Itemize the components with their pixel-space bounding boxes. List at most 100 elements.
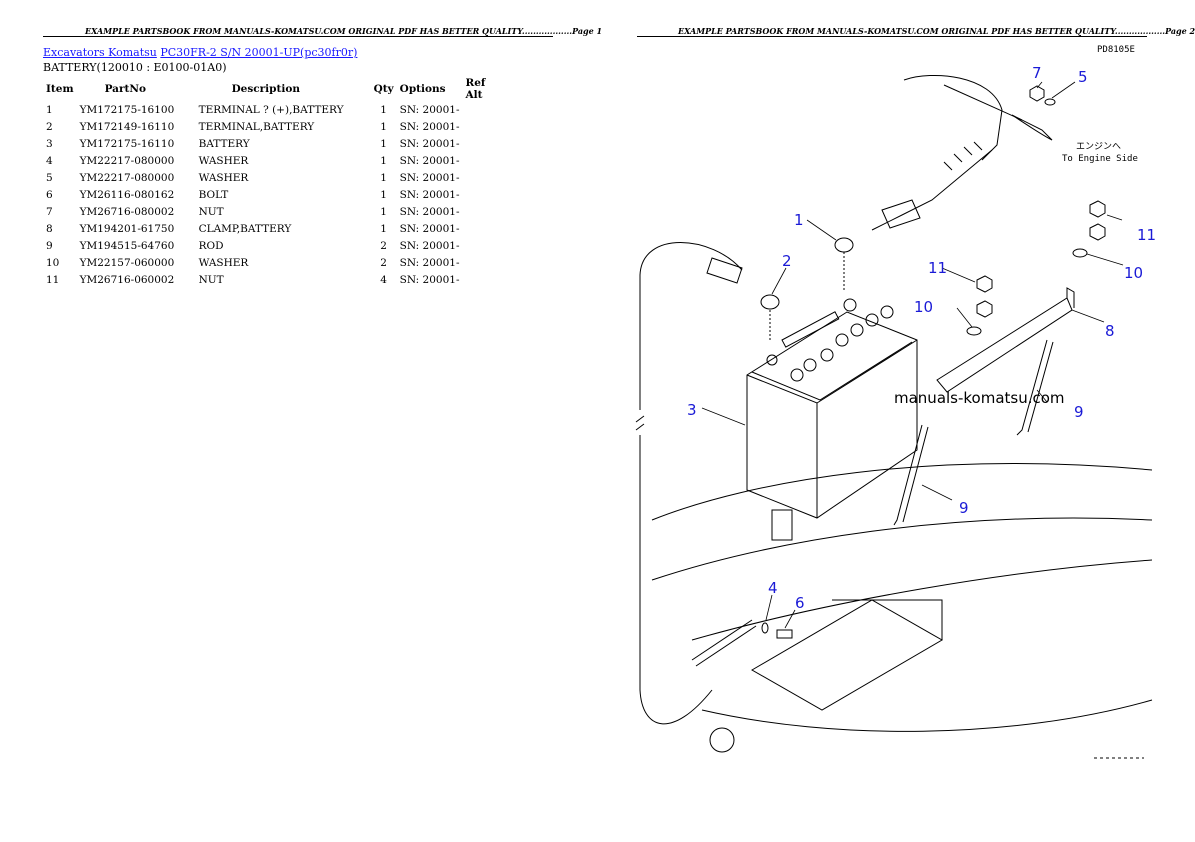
- cell-qty: 1: [380, 171, 387, 184]
- callout-7: 7: [1032, 64, 1042, 82]
- cell-description: NUT: [198, 273, 224, 286]
- cell-qty: 1: [380, 120, 387, 133]
- cell-options: SN: 20001-: [399, 222, 460, 235]
- cell-partno: YM26716-080002: [79, 205, 175, 218]
- cell-refalt: [463, 203, 509, 220]
- cable-bellows-lower: [871, 149, 993, 231]
- cell-partno: YM172149-16110: [79, 120, 175, 133]
- cell-partno: YM194201-61750: [79, 222, 175, 235]
- cell-qty: 2: [380, 239, 387, 252]
- callout-10: 10: [914, 298, 933, 316]
- callout-11-right: 11: [1137, 226, 1156, 244]
- cell-item: 2: [46, 120, 53, 133]
- nut-11-right-a: [1089, 200, 1106, 218]
- cell-options: SN: 20001-: [399, 205, 460, 218]
- cell-description: WASHER: [198, 171, 249, 184]
- cell-partno: YM194515-64760: [79, 239, 175, 252]
- cell-refalt: [463, 271, 509, 288]
- cell-partno: YM172175-16110: [79, 137, 175, 150]
- battery-body: [746, 311, 918, 519]
- battery-exploded-diagram: PD8105E エンジンへ To Engine Side manuals-kom…: [635, 45, 1156, 759]
- cell-qty: 1: [380, 205, 387, 218]
- callout-9-right: 9: [1074, 403, 1084, 421]
- cell-qty: 1: [380, 188, 387, 201]
- cell-qty: 1: [380, 137, 387, 150]
- breadcrumb-link-excavators[interactable]: Excavators Komatsu: [43, 46, 157, 59]
- cell-qty: 1: [380, 103, 387, 116]
- cell-partno: YM22217-080000: [79, 171, 175, 184]
- frame-lines: [651, 463, 1153, 521]
- cable-to-engine: [903, 75, 1003, 161]
- cell-partno: YM22217-080000: [79, 154, 175, 167]
- page1-header: EXAMPLE PARTSBOOK FROM MANUALS-KOMATSU.C…: [85, 26, 603, 36]
- col-item: Item: [46, 83, 74, 95]
- note-engine-jp: エンジンへ: [1076, 142, 1121, 152]
- cell-partno: YM26116-080162: [79, 188, 175, 201]
- col-partno: PartNo: [104, 83, 146, 95]
- cell-qty: 1: [380, 154, 387, 167]
- col-qty: Qty: [373, 83, 394, 95]
- cell-qty: 1: [380, 222, 387, 235]
- note-engine-en: To Engine Side: [1062, 154, 1138, 164]
- cell-options: SN: 20001-: [399, 103, 460, 116]
- cell-options: SN: 20001-: [399, 137, 460, 150]
- washer-4: [761, 622, 769, 634]
- cell-refalt: [463, 220, 509, 237]
- cell-refalt: [463, 101, 509, 118]
- cell-qty: 4: [380, 273, 387, 286]
- cell-options: SN: 20001-: [399, 171, 460, 184]
- col-description: Description: [231, 83, 300, 95]
- callout-2: 2: [782, 252, 792, 270]
- callout-8: 8: [1105, 322, 1115, 340]
- cell-description: BOLT: [198, 188, 229, 201]
- page2-header: EXAMPLE PARTSBOOK FROM MANUALS-KOMATSU.C…: [678, 26, 1195, 36]
- cell-refalt: [463, 135, 509, 152]
- cell-description: WASHER: [198, 154, 249, 167]
- cable-bellows-upper: [943, 84, 1023, 121]
- terminal-negative: [760, 294, 780, 310]
- cell-description: TERMINAL,BATTERY: [198, 120, 315, 133]
- rod-front: [893, 424, 923, 526]
- table-row: 7 YM26716-080002 NUT 1 SN: 20001-: [43, 203, 509, 220]
- cell-options: SN: 20001-: [399, 154, 460, 167]
- watermark: manuals-komatsu.com: [894, 389, 1065, 407]
- cell-partno: YM22157-060000: [79, 256, 175, 269]
- cell-item: 10: [46, 256, 60, 269]
- cell-item: 11: [46, 273, 60, 286]
- callout-11: 11: [928, 259, 947, 277]
- terminal-positive: [834, 237, 854, 253]
- cell-refalt: [463, 118, 509, 135]
- nut-11-upper: [976, 275, 993, 293]
- breadcrumb-link-model[interactable]: PC30FR-2 S/N 20001-UP(pc30fr0r): [160, 46, 358, 59]
- cell-options: SN: 20001-: [399, 188, 460, 201]
- cell-item: 5: [46, 171, 53, 184]
- washer-5: [1044, 98, 1056, 106]
- cell-description: WASHER: [198, 256, 249, 269]
- cell-refalt: [463, 186, 509, 203]
- nut-11-lower: [976, 300, 993, 318]
- nut-11-right-b: [1089, 223, 1106, 241]
- page2-header-rule: [637, 36, 1147, 37]
- bolt-6: [776, 629, 793, 639]
- negative-cable: [639, 242, 743, 410]
- cell-item: 7: [46, 205, 53, 218]
- page1-header-rule: [43, 36, 553, 37]
- callout-1: 1: [794, 211, 804, 229]
- rod-rear: [1016, 339, 1048, 436]
- cell-options: SN: 20001-: [399, 256, 460, 269]
- callout-3: 3: [687, 401, 697, 419]
- callout-10-right: 10: [1124, 264, 1143, 282]
- cell-description: TERMINAL ? (+),BATTERY: [198, 103, 344, 116]
- cell-refalt: [463, 152, 509, 169]
- cell-description: NUT: [198, 205, 224, 218]
- section-title: BATTERY(120010 : E0100-01A0): [43, 61, 227, 74]
- table-row: 5 YM22217-080000 WASHER 1 SN: 20001-: [43, 169, 509, 186]
- washer-10-left: [966, 326, 982, 336]
